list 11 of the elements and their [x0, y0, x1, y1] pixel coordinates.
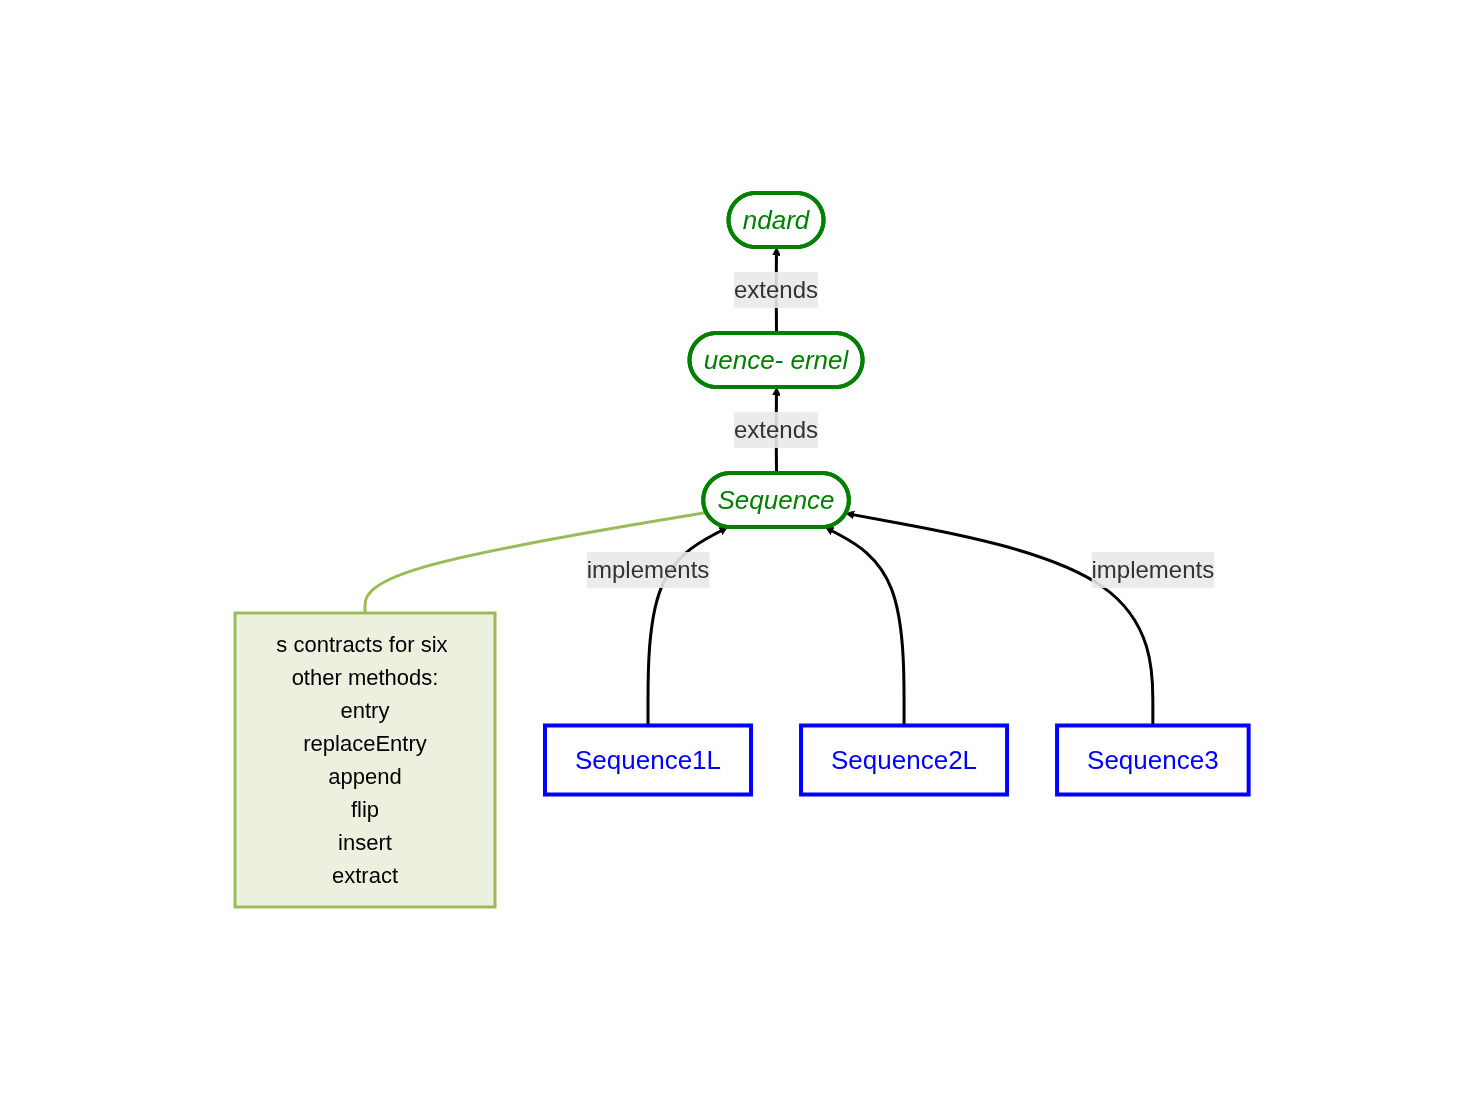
edge-label: extends: [734, 276, 819, 303]
edge-label: extends: [734, 416, 819, 443]
arrow: [825, 526, 906, 726]
arrow: [845, 510, 1155, 726]
node-box: s contracts for six other methods: entry replaceEntry append flip insert extract: [233, 611, 497, 909]
node-box: Sequence3: [1055, 723, 1251, 797]
connector: [363, 510, 707, 613]
edge-label: implements: [586, 556, 710, 583]
node-box: Sequence1L: [543, 723, 754, 797]
node-box: Sequence2L: [799, 723, 1010, 797]
edge-label: implements: [1091, 556, 1215, 583]
